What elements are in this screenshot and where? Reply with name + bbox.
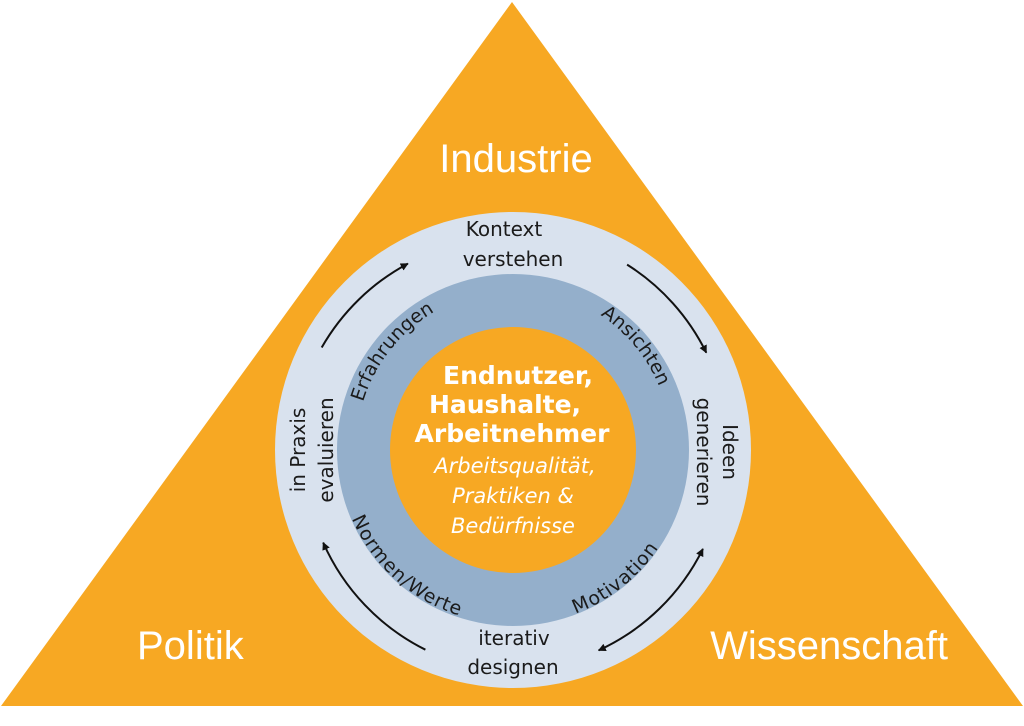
cycle-step-top: Kontext verstehen	[463, 217, 564, 271]
center-title: Endnutzer, Haushalte, Arbeitnehmer	[415, 361, 611, 448]
svg-text:Arbeitsqualität,: Arbeitsqualität,	[432, 454, 595, 478]
svg-text:Arbeitnehmer: Arbeitnehmer	[415, 419, 611, 448]
svg-text:Endnutzer,: Endnutzer,	[443, 361, 593, 390]
svg-text:generieren: generieren	[692, 398, 716, 507]
cycle-step-left: in Praxis evaluieren	[286, 397, 338, 502]
svg-text:Bedürfnisse: Bedürfnisse	[451, 514, 575, 538]
cycle-arrow-top-right	[626, 263, 708, 354]
cycle-arrow-bottom-right	[597, 548, 704, 652]
svg-text:Kontext: Kontext	[466, 217, 543, 241]
corner-label-right: Wissenschaft	[710, 624, 948, 668]
corner-label-left: Politik	[137, 624, 245, 668]
svg-text:iterativ: iterativ	[478, 626, 550, 650]
cycle-arrow-top-left	[320, 262, 409, 348]
center-circle	[390, 327, 636, 573]
svg-text:designen: designen	[467, 655, 558, 679]
cycle-step-right: Ideen generieren	[692, 398, 742, 507]
svg-text:Haushalte,: Haushalte,	[429, 390, 581, 419]
svg-text:in Praxis: in Praxis	[286, 408, 310, 493]
corner-label-top: Industrie	[439, 137, 592, 181]
center-subtitle: Arbeitsqualität, Praktiken & Bedürfnisse	[432, 454, 595, 538]
svg-text:Praktiken &: Praktiken &	[452, 484, 574, 508]
cycle-step-bottom: iterativ designen	[467, 626, 558, 679]
cycle-arrow-bottom-left	[322, 541, 426, 651]
svg-text:Ideen: Ideen	[718, 424, 742, 480]
svg-text:verstehen: verstehen	[463, 247, 564, 271]
svg-text:evaluieren: evaluieren	[314, 397, 338, 502]
